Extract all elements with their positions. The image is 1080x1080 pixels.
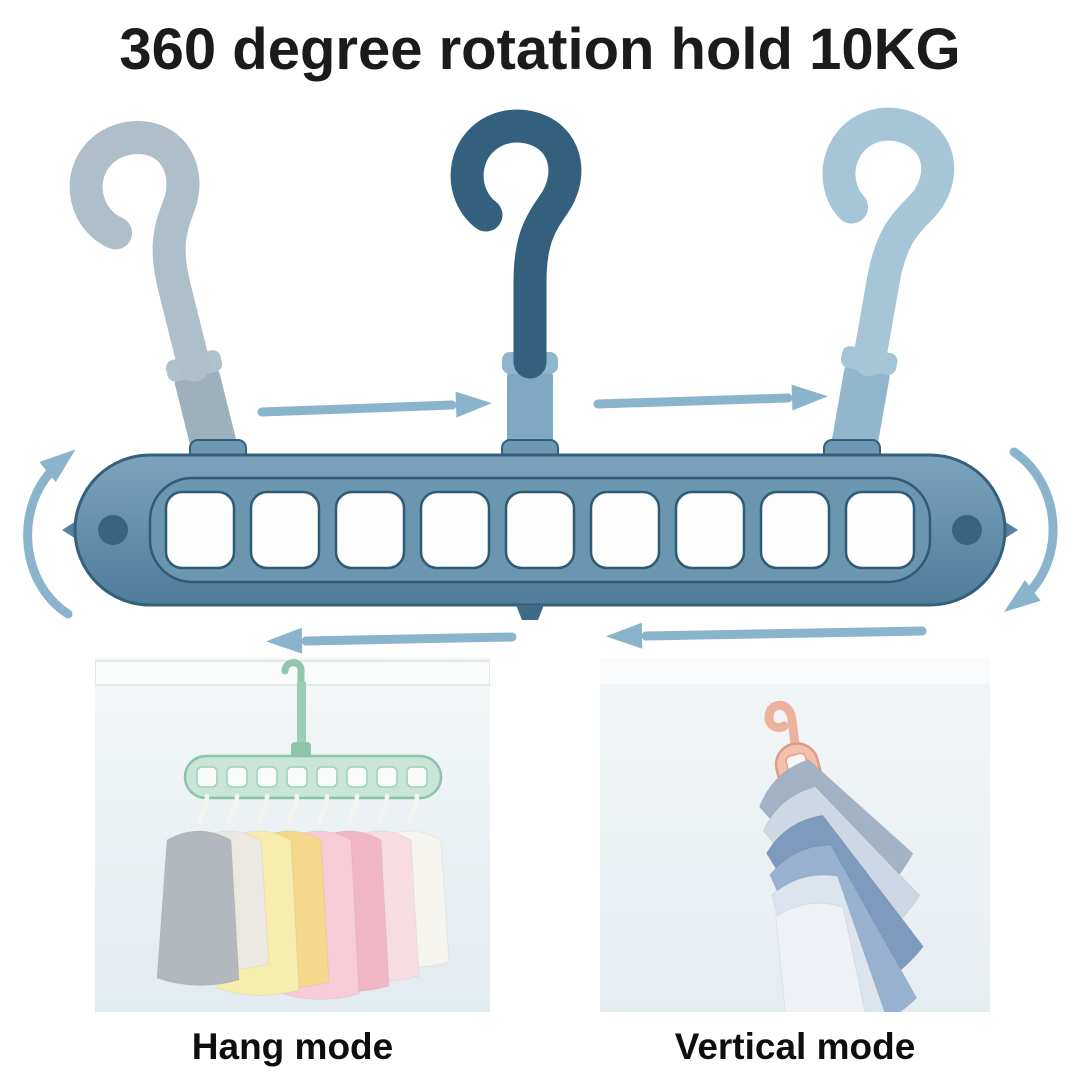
vertical-mode-garments	[758, 759, 924, 1012]
hanger-hole	[256, 766, 278, 788]
arrowhead-icon	[1004, 579, 1041, 613]
hanger-rotation-diagram	[23, 107, 1058, 654]
hanger-hook-icon	[376, 793, 390, 825]
hanger-hole	[334, 490, 406, 570]
rotation-arrow-bottom-right	[641, 626, 927, 641]
hang-mode-photo	[95, 658, 490, 1012]
hanger-hole	[249, 490, 321, 570]
rotation-arrow-top-left	[257, 400, 457, 417]
hook-middle	[450, 109, 582, 462]
green-hanger-swivel	[291, 742, 311, 758]
hanger-hole	[346, 766, 368, 788]
hook-right-collar	[830, 362, 890, 461]
green-hanger-bar	[183, 754, 443, 800]
rotation-arc-left	[23, 460, 73, 619]
arrowhead-icon	[266, 627, 303, 654]
green-hanger-hook-icon	[281, 659, 305, 688]
hanger-hole	[844, 490, 916, 570]
hanger-hook-icon	[406, 793, 420, 825]
vertical-mode-label: Vertical mode	[674, 1026, 916, 1067]
rotation-arrow-bottom-left	[301, 632, 517, 646]
rotation-arrowheads	[39, 384, 1041, 654]
garment	[156, 830, 240, 986]
hanger-hole	[674, 490, 746, 570]
arrowhead-icon	[791, 384, 828, 411]
hook-middle-collar	[507, 367, 553, 462]
arrowhead-icon	[39, 449, 76, 483]
hanger-hole	[196, 766, 218, 788]
hanger-hole	[406, 766, 428, 788]
hanger-hook-icon	[286, 793, 300, 825]
hanger-hook-icon	[226, 793, 240, 825]
green-hanger-holes	[196, 766, 428, 788]
hanger-hole	[504, 490, 576, 570]
hook-left	[69, 121, 239, 466]
white-hanger-hooks	[196, 793, 420, 825]
hanger-hook-icon	[196, 793, 210, 825]
rotation-arrow-top-right	[593, 393, 793, 409]
bar-end-hole-left	[98, 515, 128, 545]
hanger-hole	[759, 490, 831, 570]
hanger-bar	[62, 439, 1018, 620]
hanger-hole	[376, 766, 398, 788]
hanger-hole	[419, 490, 491, 570]
hanger-hook-icon	[346, 793, 360, 825]
bar-holes	[164, 490, 916, 570]
hang-mode-label: Hang mode	[191, 1026, 394, 1067]
pink-hanger-hook-icon	[764, 700, 801, 757]
bar-bottom-tab	[516, 605, 544, 620]
hang-mode-garments	[156, 830, 450, 1000]
hanger-hook-icon	[316, 793, 330, 825]
vertical-mode-photo	[600, 658, 990, 1012]
garment	[775, 902, 875, 1012]
rotation-arc-right	[1009, 447, 1058, 605]
hook-middle-curve	[450, 109, 582, 379]
wall-strip	[600, 658, 990, 684]
bar-end-hole-right	[952, 515, 982, 545]
hanger-hole	[226, 766, 248, 788]
hanger-hole	[316, 766, 338, 788]
hanger-hole	[164, 490, 236, 570]
hanger-hole	[589, 490, 661, 570]
hook-right-curve	[822, 107, 955, 377]
rotation-arrows	[23, 393, 1058, 646]
green-hanger-stem	[297, 682, 306, 754]
hook-left-curve	[69, 121, 211, 382]
hanger-hook-icon	[256, 793, 270, 825]
arrowhead-icon	[606, 622, 643, 649]
hanger-hole	[286, 766, 308, 788]
page-title: 360 degree rotation hold 10KG	[119, 17, 961, 82]
arrowhead-icon	[455, 391, 492, 418]
hook-right	[822, 107, 955, 461]
